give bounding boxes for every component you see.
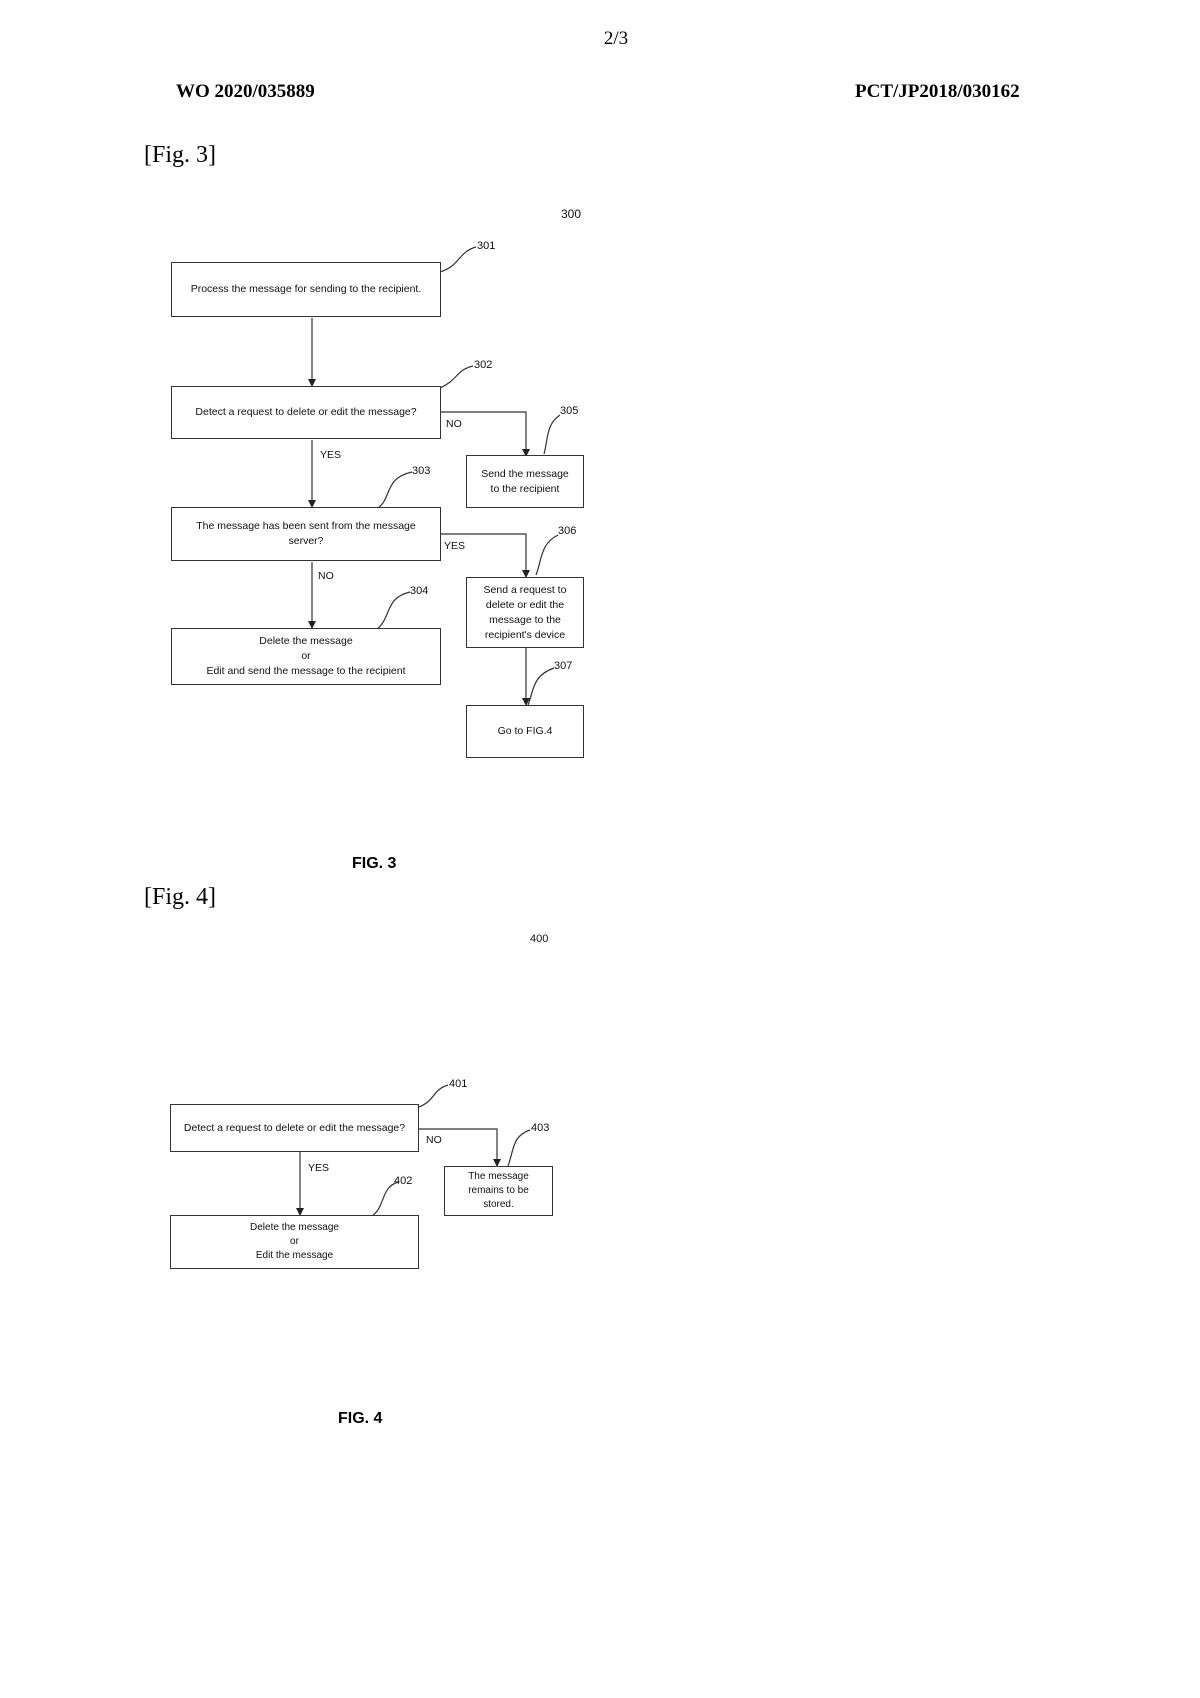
application-number: PCT/JP2018/030162: [855, 81, 1020, 102]
step-307-box: Go to FIG.4: [466, 705, 584, 758]
step-302-box: Detect a request to delete or edit the m…: [171, 386, 441, 439]
leader-403: [507, 1129, 531, 1167]
edge-303-306-label: YES: [444, 540, 466, 552]
edge-401-402-label: YES: [308, 1162, 330, 1174]
edge-303-306: [440, 533, 530, 578]
fig3-label: [Fig. 3]: [144, 142, 216, 168]
step-305-number: 305: [560, 405, 579, 417]
leader-305: [543, 414, 561, 455]
fig3-ref-number: 300: [561, 207, 582, 221]
leader-401: [418, 1084, 449, 1108]
edge-302-303-label: YES: [320, 449, 342, 461]
fig3-caption: FIG. 3: [352, 855, 397, 872]
fig4-caption: FIG. 4: [338, 1410, 383, 1427]
leader-303: [377, 471, 413, 509]
step-304-number: 304: [410, 585, 429, 597]
leader-301: [439, 246, 477, 273]
step-401-number: 401: [449, 1078, 468, 1090]
step-402-number: 402: [394, 1175, 413, 1187]
leader-306: [535, 534, 559, 576]
publication-number: WO 2020/035889: [176, 81, 315, 102]
step-306-number: 306: [558, 525, 577, 537]
step-303-box: The message has been sent from the messa…: [171, 507, 441, 561]
step-304-box: Delete the message or Edit and send the …: [171, 628, 441, 685]
step-403-number: 403: [531, 1122, 550, 1134]
fig4-label: [Fig. 4]: [144, 884, 216, 910]
step-306-box: Send a request to delete or edit the mes…: [466, 577, 584, 648]
step-301-number: 301: [477, 240, 496, 252]
leader-307: [527, 667, 555, 706]
step-305-box: Send the message to the recipient: [466, 455, 584, 508]
page-number: 2/3: [603, 28, 629, 49]
step-303-number: 303: [412, 465, 431, 477]
edge-302-305: [440, 411, 530, 457]
fig4-ref-number: 400: [530, 933, 549, 945]
step-402-box: Delete the message or Edit the message: [170, 1215, 419, 1269]
step-302-number: 302: [474, 359, 493, 371]
step-403-box: The message remains to be stored.: [444, 1166, 553, 1216]
edge-303-304-label: NO: [318, 570, 334, 582]
leader-304: [375, 591, 411, 631]
edge-401-403: [419, 1128, 501, 1167]
edge-401-403-label: NO: [426, 1134, 442, 1146]
leader-402: [371, 1181, 399, 1217]
edge-302-305-label: NO: [446, 418, 462, 430]
step-301-box: Process the message for sending to the r…: [171, 262, 441, 317]
step-401-box: Detect a request to delete or edit the m…: [170, 1104, 419, 1152]
leader-302: [439, 365, 474, 389]
step-307-number: 307: [554, 660, 573, 672]
